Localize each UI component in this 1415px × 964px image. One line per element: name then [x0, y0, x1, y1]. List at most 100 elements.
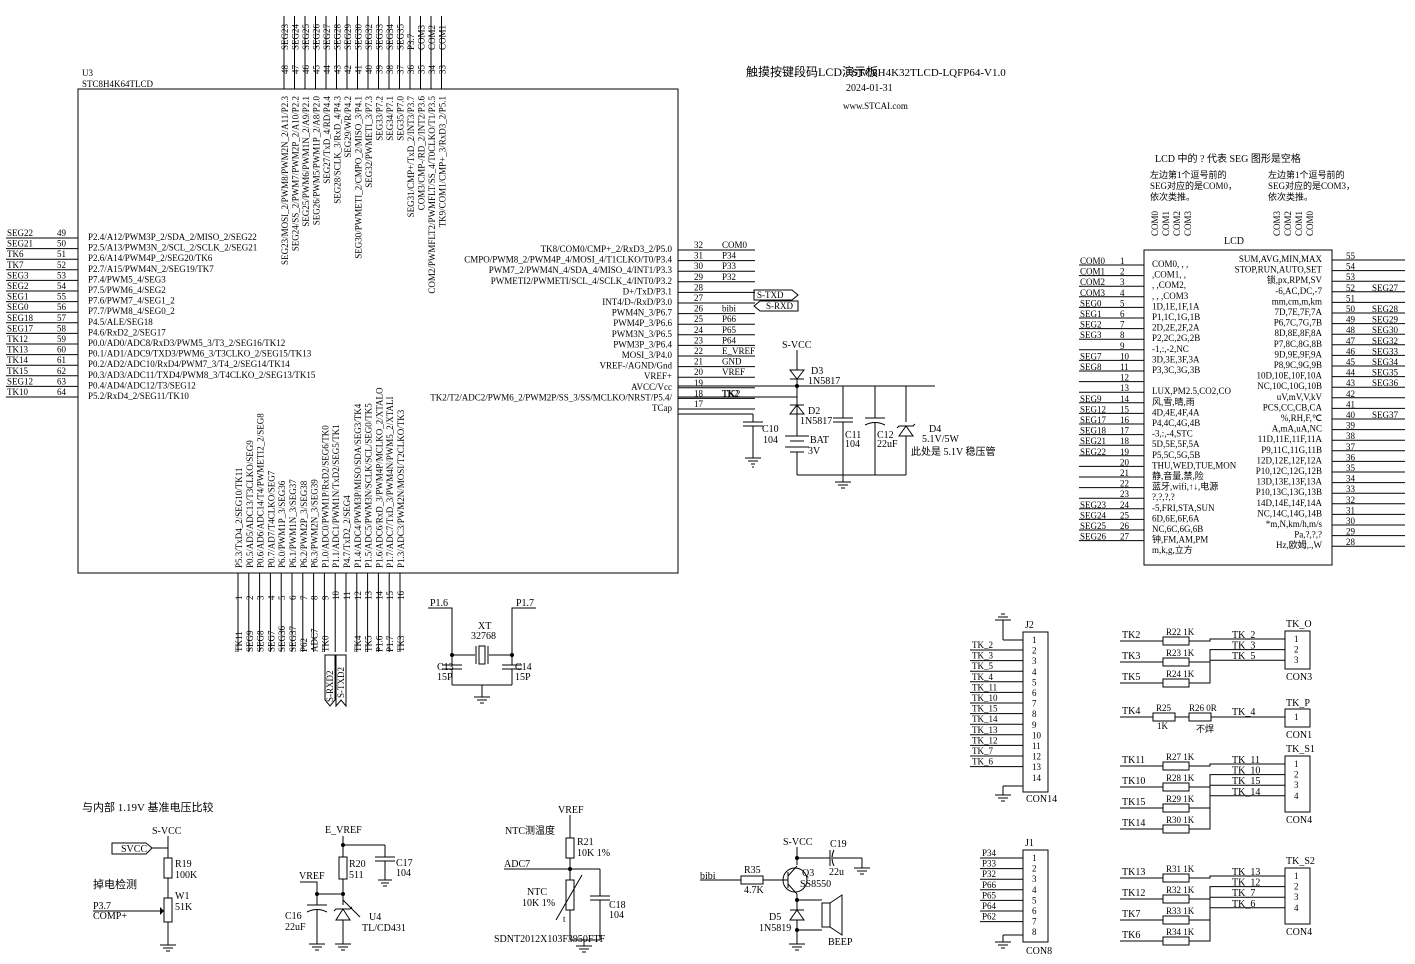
pin-number: 53	[57, 270, 67, 280]
svg-text:与内部 1.19V 基准电压比较: 与内部 1.19V 基准电压比较	[82, 800, 214, 814]
resistor-label: R32 1K	[1166, 885, 1195, 895]
pin-number: 50	[1346, 304, 1356, 314]
reference-section: E_VREF C17 104 R20 511 VREF C16 22uF U4 …	[285, 825, 413, 951]
pin-net: SEG24	[291, 23, 301, 50]
pin-number: 4	[1294, 903, 1299, 913]
svg-text:E_VREF: E_VREF	[325, 825, 362, 836]
pin-number: 6	[1032, 906, 1037, 916]
svg-text:5.1V/5W: 5.1V/5W	[922, 434, 960, 445]
pin-number: 10	[1120, 351, 1130, 361]
lcd-com-label: COM1	[1294, 211, 1304, 236]
svg-text:10K 1%: 10K 1%	[577, 848, 610, 859]
j2-net: TK_12	[970, 735, 1023, 746]
pin-number: 9	[1120, 341, 1125, 351]
pin-number: 6	[288, 595, 298, 600]
svg-text:S-TXD2: S-TXD2	[336, 667, 346, 698]
pin-number: 10	[331, 591, 341, 601]
pin-number: 20	[694, 367, 704, 377]
pin-net: TK3	[1122, 651, 1140, 662]
pin-net: SEG21	[7, 239, 33, 249]
pin-number: 24	[694, 325, 704, 335]
pin-number: 22	[694, 346, 703, 356]
pin-number: 8	[1120, 330, 1125, 340]
svg-text:W1: W1	[175, 891, 189, 902]
lcd-segment-map: 钟,FM,AM,PM	[1152, 534, 1208, 545]
svg-text:ADC7: ADC7	[504, 859, 530, 870]
pin-net: SEG1	[1080, 309, 1102, 319]
pin-net: SEG2	[7, 281, 29, 291]
ground-icon	[745, 457, 761, 468]
pin-net: P62	[982, 912, 996, 922]
lcd-pin-left: 23?,?,?,?	[1079, 489, 1175, 502]
svg-text:S-RXD2: S-RXD2	[325, 670, 335, 702]
lcd-segment-map: P4,4C,4G,4B	[1152, 418, 1200, 428]
pin-net: SEG17	[7, 323, 34, 333]
pin-number: 54	[57, 281, 67, 291]
pin-net: P34	[982, 848, 997, 858]
pin-number: 18	[694, 388, 704, 398]
pin-function: TK9/COM1/CMP+_3/RxD3_2/P5.1	[438, 96, 448, 227]
pin-net: P64	[722, 335, 737, 345]
j2-net: TK_15	[970, 704, 1023, 715]
pin-net: P1.6	[374, 635, 384, 652]
svg-text:R20: R20	[349, 859, 366, 870]
pin-net: SEG7	[1080, 351, 1102, 361]
pin-number: 34	[427, 65, 437, 75]
pin-net: SEG18	[7, 313, 34, 323]
svg-text:P1.7: P1.7	[516, 598, 534, 609]
pin-net: bibi	[722, 304, 737, 314]
u3-bottom-pins: P5.3/TxD4_2/SEG10/TK111TK11P0.5/AD5/ADC1…	[234, 387, 406, 652]
pin-number: 3	[1294, 780, 1299, 790]
svg-text:511: 511	[349, 870, 364, 881]
pin-number: 59	[57, 334, 67, 344]
pin-number: 47	[1346, 336, 1356, 346]
pin-net: SEG12	[7, 376, 33, 386]
pin-net: SEG34	[385, 23, 395, 50]
pin-number: 54	[1346, 262, 1356, 272]
svg-text:bibi: bibi	[700, 871, 716, 882]
pin-number: 16	[1120, 415, 1130, 425]
u3-pin-34: COM234COM2/PWMFLT2/PWMFLT/SS_4/T0CLKO/T1…	[427, 16, 437, 294]
pin-function: PWM4N_3/P6.7	[612, 308, 673, 318]
pin-net: TK_7	[1232, 888, 1255, 899]
pin-function: P2.7/A15/PWM4N_2/SEG19/TK7	[88, 264, 214, 274]
pin-number: 31	[694, 251, 703, 261]
svg-text:22uF: 22uF	[877, 439, 898, 450]
pin-number: 21	[1120, 468, 1129, 478]
pin-number: 1	[234, 596, 244, 601]
lcd-segment-map: 6D,6E,6F,6A	[1152, 513, 1200, 523]
pin-net: TK_12	[1232, 878, 1260, 889]
pin-number: 40	[364, 65, 374, 75]
pin-function: P7.6/PWM7_4/SEG1_2	[88, 296, 175, 306]
lcd-segment-map: 13D,13E,13F,13A	[1256, 477, 1322, 487]
lcd-segment-map: *m,N,km/h,m/s	[1266, 519, 1323, 529]
svg-text:S-VCC: S-VCC	[783, 837, 813, 848]
pin-net: SEG22	[7, 228, 33, 238]
pin-function: SEG28/SCLK_3/RxD_4/P4.3	[333, 96, 343, 204]
pin-number: 5	[1032, 895, 1037, 905]
pin-number: 23	[1120, 489, 1130, 499]
pin-number: 62	[57, 366, 66, 376]
pin-number: 6	[1032, 688, 1037, 698]
lcd-segment-map: 锁,px,RPM,SV	[1267, 274, 1323, 285]
pin-function: PWM3N_3/P6.5	[612, 329, 673, 339]
pin-number: 11	[342, 591, 352, 600]
pin-number: 53	[1346, 272, 1356, 282]
svg-text:SVCC: SVCC	[121, 844, 147, 855]
lcd-segment-map: 14D,14E,14F,14A	[1256, 498, 1322, 508]
